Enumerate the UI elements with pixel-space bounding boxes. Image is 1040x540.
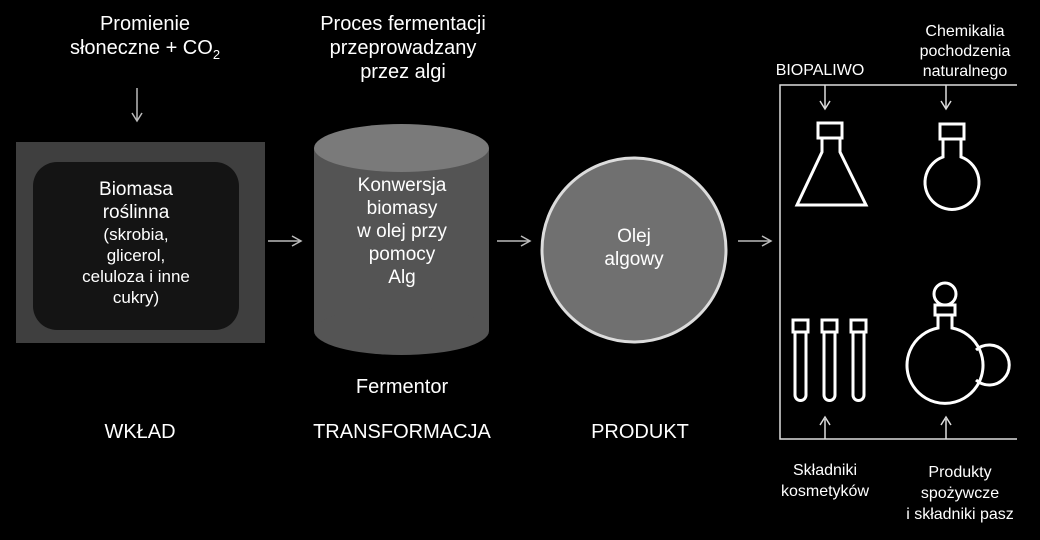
oil-line: algowy (604, 249, 664, 270)
biomass-detail: (skrobia, (103, 225, 169, 244)
stage-label-transformation: TRANSFORMACJA (313, 421, 491, 443)
arrow-right-2 (497, 235, 532, 247)
co2-text: słoneczne + CO (69, 37, 213, 59)
biomass-title-2: roślinna (102, 202, 170, 223)
co2-subscript: 2 (212, 47, 221, 62)
arrow-right-3 (738, 235, 773, 247)
fermentor-line: biomasy (366, 198, 438, 219)
header-line: przez algi (360, 61, 446, 83)
algae-oil-circle (540, 156, 728, 344)
biomass-detail: cukry) (112, 288, 160, 307)
biomass-detail: celuloza i inne (82, 267, 190, 286)
fermentor-line: Konwersja (357, 175, 447, 196)
sunlight-co2-label: Promienie słoneczne + CO2 (40, 12, 250, 67)
cosmetics-label: Składniki kosmetyków (755, 460, 895, 502)
food-feed-label: Produkty spożywcze i składniki pasz (880, 462, 1040, 525)
cosm-line: kosmetyków (780, 483, 870, 500)
fermentor-cylinder (314, 124, 489, 355)
round-flask-icon (923, 122, 981, 211)
food-line: i składniki pasz (906, 506, 1014, 523)
fermentation-header: Proces fermentacji przeprowadzany przez … (288, 12, 518, 84)
cosm-line: Składniki (792, 462, 858, 479)
natural-chemicals-label: Chemikalia pochodzenia naturalnego (890, 22, 1040, 82)
erlenmeyer-flask-icon (794, 121, 869, 207)
fermentor-line: pomocy (368, 244, 436, 265)
fermentor-line: Alg (388, 267, 416, 288)
oil-line: Olej (617, 226, 651, 247)
fermentor-caption: Fermentor (355, 376, 449, 398)
food-line: spożywcze (920, 485, 1000, 502)
chem-line: Chemikalia (925, 23, 1005, 40)
stage-label-input: WKŁAD (104, 421, 176, 443)
fermentor-line: w olej przy (357, 221, 447, 242)
biomass-inner-box (33, 162, 239, 330)
sunlight-line: Promienie (99, 13, 191, 35)
food-line: Produkty (928, 464, 992, 481)
arrow-down-input (131, 88, 143, 123)
oil-text: Olej algowy (574, 225, 694, 271)
decanter-icon (905, 281, 1011, 405)
biomass-title: Biomasa (99, 179, 173, 200)
fermentor-text: Konwersja biomasy w olej przy pomocy Alg (320, 174, 484, 289)
chem-line: pochodzenia (919, 43, 1011, 60)
header-line: Proces fermentacji (320, 13, 486, 35)
output-bracket (779, 84, 1017, 440)
chem-line: naturalnego (922, 63, 1008, 80)
test-tubes-icon (791, 318, 868, 402)
arrow-right-1 (268, 235, 303, 247)
biomass-detail: glicerol, (106, 246, 166, 265)
stage-label-product: PRODUKT (591, 421, 689, 443)
biofuel-label: BIOPALIWO (775, 62, 865, 79)
biomass-text: Biomasa roślinna (skrobia, glicerol, cel… (40, 178, 232, 308)
header-line: przeprowadzany (329, 37, 477, 59)
co2-line: słoneczne + CO2 (40, 36, 250, 67)
